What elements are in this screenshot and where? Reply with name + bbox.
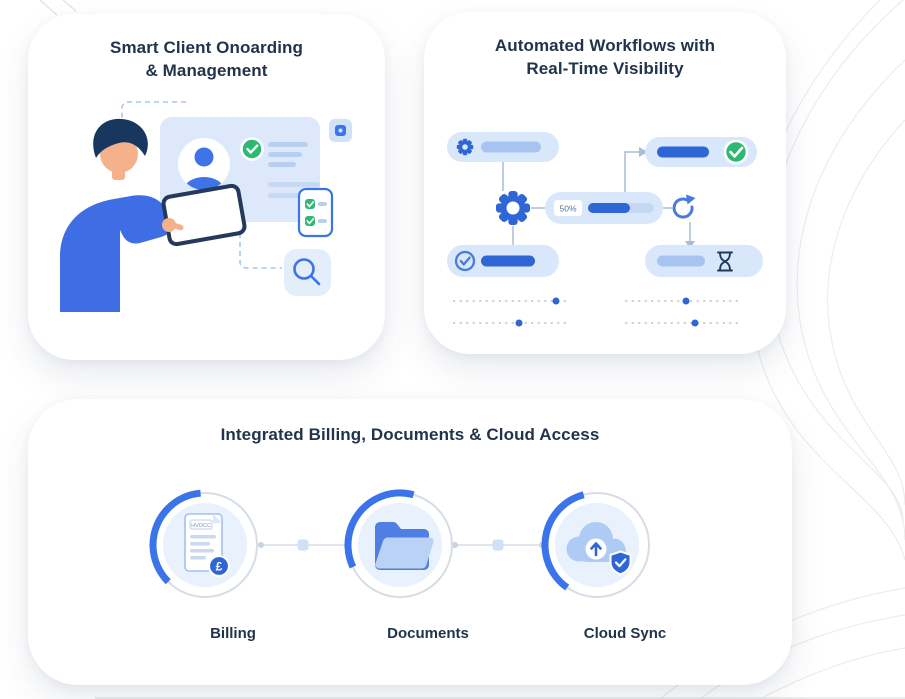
arrow-up-icon bbox=[585, 538, 607, 560]
gear-icon bbox=[456, 138, 474, 156]
workflow-node-complete bbox=[645, 137, 757, 167]
timeline-dot bbox=[552, 297, 560, 305]
dashed-connector-top bbox=[121, 101, 186, 144]
arrow-right bbox=[639, 147, 648, 157]
timeline-dot bbox=[515, 319, 523, 327]
workflow-connectors bbox=[502, 151, 691, 245]
timeline-dot bbox=[682, 297, 690, 305]
check-circle-outline-icon bbox=[454, 250, 476, 272]
progress-label: 50% bbox=[559, 204, 576, 214]
card-integrated-services: Integrated Billing, Documents & Cloud Ac… bbox=[28, 399, 792, 685]
workflow-node-progress: 50% bbox=[545, 192, 663, 224]
check-badge-icon bbox=[240, 137, 264, 161]
avatar-icon bbox=[178, 138, 230, 190]
checklist-icon bbox=[297, 187, 334, 238]
services-illustration: HVOCC £ bbox=[149, 489, 653, 601]
currency-symbol: £ bbox=[216, 560, 223, 574]
billing-circle: HVOCC £ bbox=[149, 489, 261, 601]
workflows-title: Automated Workflows with Real-Time Visib… bbox=[424, 34, 786, 80]
onboarding-title-line1: Smart Client Onoarding bbox=[110, 38, 303, 57]
timeline-dot bbox=[691, 319, 699, 327]
workflows-title-line2: Real-Time Visibility bbox=[526, 59, 684, 78]
onboarding-title-line2: & Management bbox=[145, 61, 268, 80]
onboarding-title: Smart Client Onoarding & Management bbox=[28, 36, 385, 82]
shield-check-icon bbox=[609, 550, 632, 576]
pound-badge-icon: £ bbox=[207, 554, 231, 578]
refresh-icon bbox=[672, 194, 696, 219]
pointing-hand bbox=[162, 218, 184, 232]
invoice-text: HVOCC bbox=[191, 523, 211, 529]
tablet-icon bbox=[161, 183, 247, 247]
integrated-title: Integrated Billing, Documents & Cloud Ac… bbox=[220, 425, 600, 444]
documents-circle bbox=[344, 489, 456, 601]
gear-icon-large bbox=[495, 190, 531, 226]
invoice-icon: HVOCC £ bbox=[184, 513, 231, 578]
search-icon bbox=[284, 249, 331, 296]
workflow-node-pending bbox=[645, 245, 763, 277]
folder-icon bbox=[375, 522, 434, 570]
workflows-title-line1: Automated Workflows with bbox=[494, 36, 716, 55]
progress-bar bbox=[588, 203, 654, 213]
workflow-node-verified bbox=[447, 245, 559, 277]
billing-label: Billing bbox=[210, 625, 256, 642]
cloud-sync-label: Cloud Sync bbox=[583, 625, 667, 642]
hourglass-icon bbox=[717, 251, 733, 272]
timeline-dotted-rows bbox=[453, 297, 743, 327]
profile-text-lines bbox=[268, 142, 308, 167]
workflow-node-gear-task bbox=[447, 132, 559, 162]
card-smart-onboarding: Smart Client Onoarding & Management bbox=[28, 14, 385, 360]
card-automated-workflows: Automated Workflows with Real-Time Visib… bbox=[424, 12, 786, 354]
person-illustration bbox=[60, 118, 247, 312]
cloud-sync-circle bbox=[541, 489, 653, 601]
onboarding-illustration bbox=[60, 101, 352, 312]
photo-badge-icon bbox=[329, 119, 352, 142]
dashed-connector-bottom bbox=[239, 224, 282, 269]
check-circle-icon bbox=[723, 139, 749, 165]
workflow-illustration: 50% bbox=[447, 132, 763, 327]
documents-label: Documents bbox=[387, 625, 469, 642]
